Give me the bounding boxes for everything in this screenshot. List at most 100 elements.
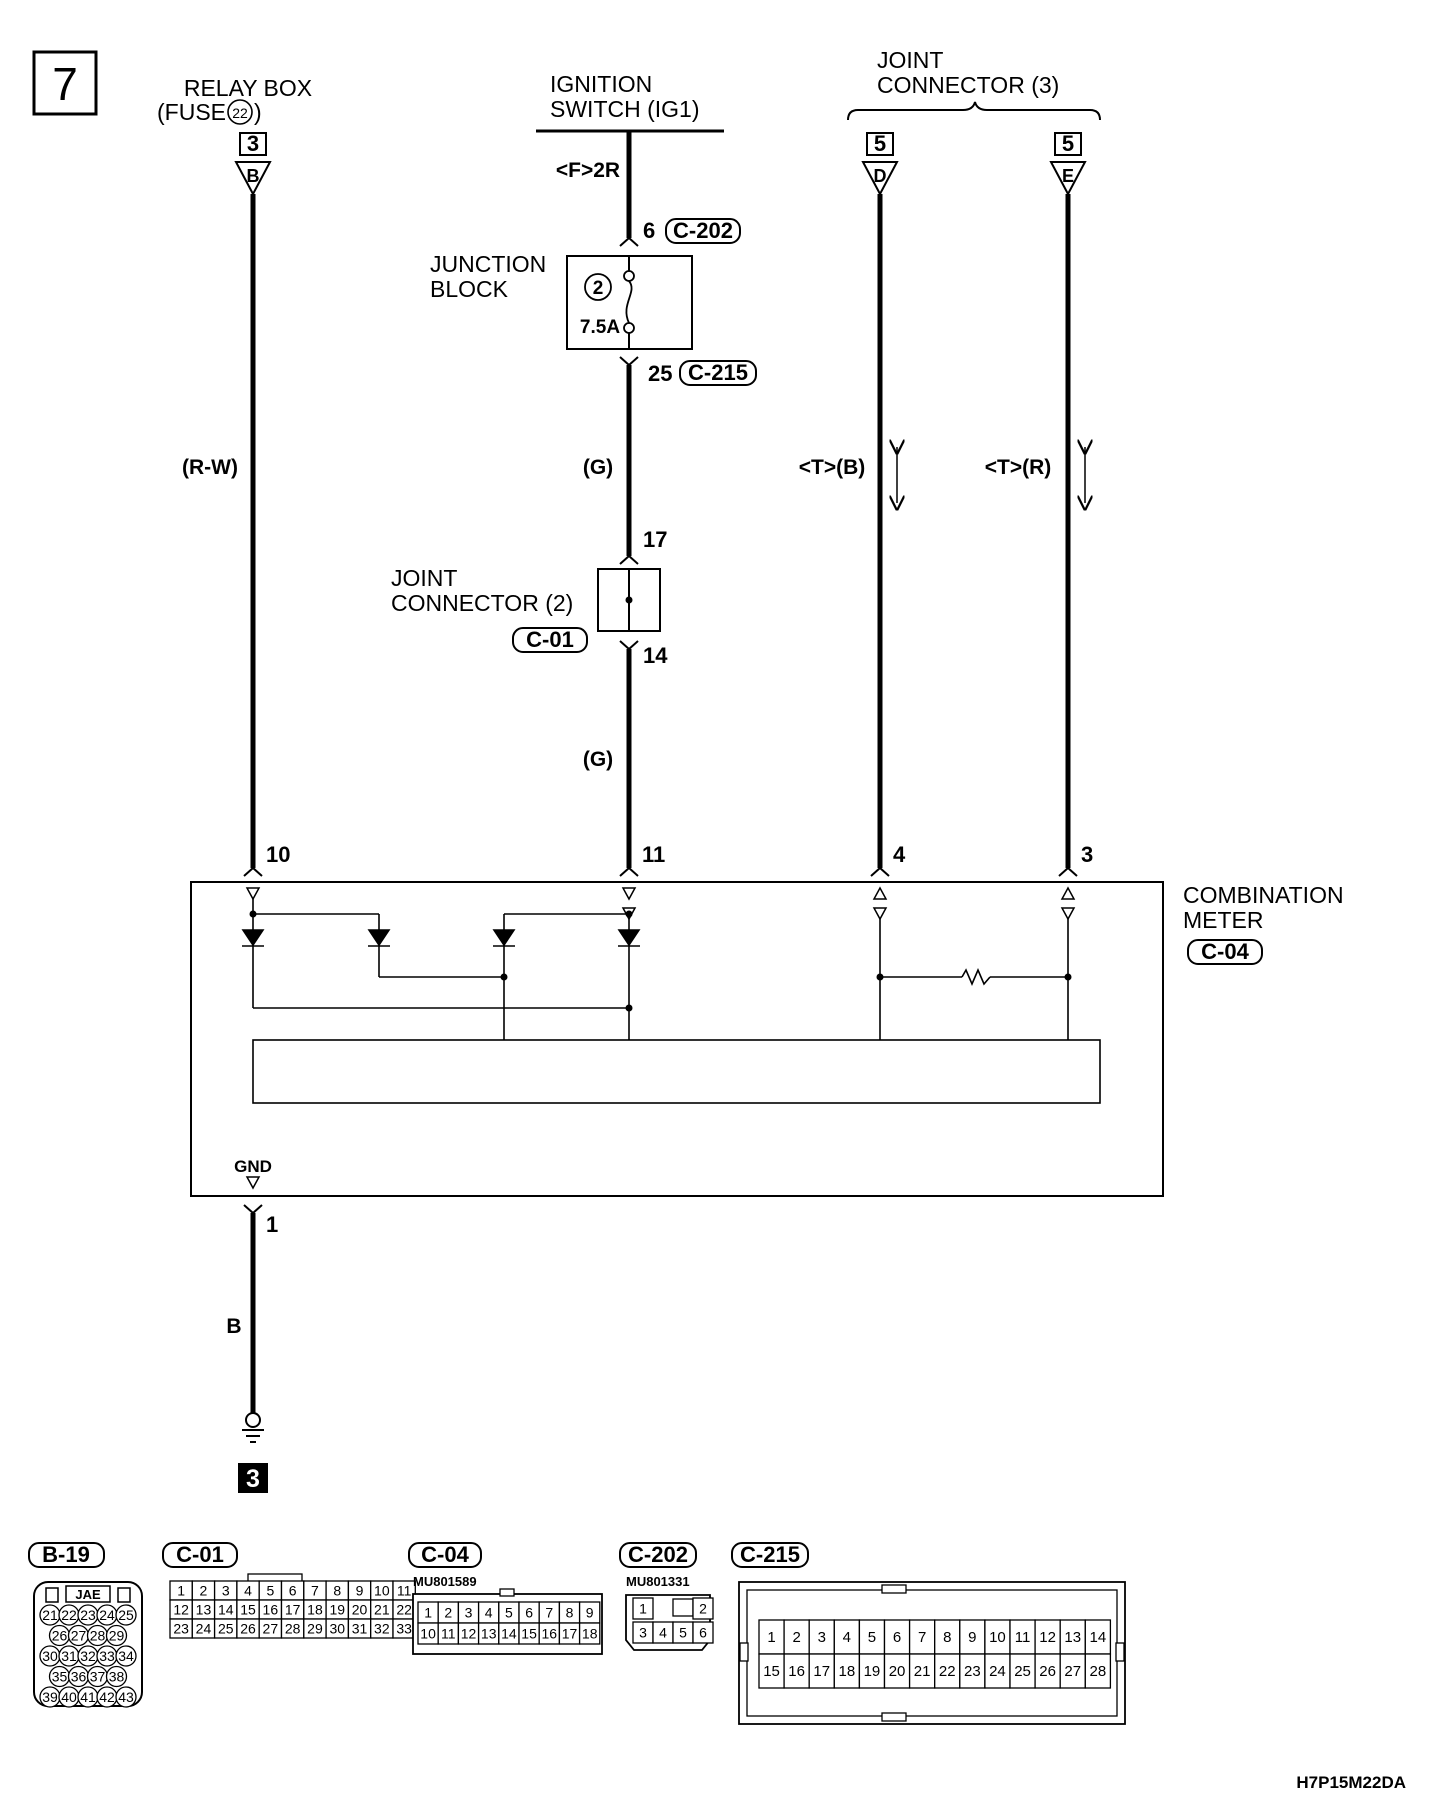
conn-c01-pin: 16 bbox=[263, 1602, 279, 1618]
conn-c01-pin: 10 bbox=[374, 1583, 390, 1599]
conn-c202-pin: 4 bbox=[659, 1625, 667, 1641]
ignition-wire-color-2: (G) bbox=[583, 748, 613, 771]
conn-b19-pin: 30 bbox=[42, 1648, 58, 1664]
jc3-right-ref-number: 5 bbox=[1062, 131, 1074, 156]
conn-c04-pin: 12 bbox=[461, 1626, 477, 1642]
jb-out-conn: C-215 bbox=[688, 360, 748, 385]
resistor-network bbox=[879, 919, 1069, 1040]
conn-b19-pin: 33 bbox=[99, 1648, 115, 1664]
ignition-wire-color-1: (G) bbox=[583, 456, 613, 479]
conn-c215-pin: 16 bbox=[788, 1663, 805, 1680]
conn-c215-pin: 27 bbox=[1064, 1663, 1081, 1680]
conn-b19-name: B-19 bbox=[42, 1542, 90, 1567]
conn-c215-name: C-215 bbox=[740, 1542, 800, 1567]
meter-pin-4: 4 bbox=[893, 842, 906, 867]
conn-c01-pin: 5 bbox=[266, 1583, 274, 1599]
conn-b19-pin: 31 bbox=[61, 1648, 77, 1664]
conn-c04-pin: 16 bbox=[542, 1626, 558, 1642]
ignition-label-2: SWITCH (IG1) bbox=[550, 96, 700, 122]
conn-c202-part: MU801331 bbox=[626, 1574, 690, 1589]
meter-pin-11: 11 bbox=[642, 842, 665, 867]
meter-pin-10: 10 bbox=[266, 842, 290, 867]
conn-c01-pin: 11 bbox=[397, 1583, 412, 1599]
conn-c01-pin: 21 bbox=[374, 1602, 390, 1618]
conn-b19-pin: 34 bbox=[118, 1648, 134, 1664]
meter-label-2: METER bbox=[1183, 907, 1264, 933]
conn-c04-pin: 13 bbox=[481, 1626, 497, 1642]
meter-entry-pins: 10 11 4 3 bbox=[243, 842, 1093, 877]
conn-c01-pin: 28 bbox=[285, 1621, 301, 1637]
conn-c01-pin: 2 bbox=[200, 1583, 208, 1599]
meter-internal-block bbox=[252, 1039, 1101, 1104]
conn-c01-pin: 32 bbox=[374, 1621, 390, 1637]
conn-b19-pin: 40 bbox=[61, 1689, 77, 1705]
conn-c01-pin: 9 bbox=[356, 1583, 364, 1599]
jc3-right-ref: 5 E bbox=[1049, 131, 1087, 197]
conn-c215-pin: 7 bbox=[918, 1629, 926, 1646]
conn-c04-pin: 15 bbox=[521, 1626, 537, 1642]
conn-b19-pin: 36 bbox=[71, 1669, 87, 1685]
relay-ref-triangle bbox=[234, 161, 272, 197]
fuse-element bbox=[625, 280, 633, 324]
conn-b19-pin: 35 bbox=[52, 1669, 68, 1685]
fuse-label-suffix: ) bbox=[254, 99, 262, 125]
diodes bbox=[241, 929, 641, 947]
conn-c04-pin: 6 bbox=[525, 1605, 533, 1621]
jc2-pin-out: 14 bbox=[643, 643, 668, 668]
conn-c215-pin: 4 bbox=[843, 1629, 851, 1646]
conn-c01-pin: 12 bbox=[173, 1602, 189, 1618]
page-number-box: 7 bbox=[32, 50, 98, 116]
conn-c01-pin: 13 bbox=[196, 1602, 212, 1618]
conn-c04-pin: 17 bbox=[562, 1626, 578, 1642]
conn-b19-pin: 24 bbox=[99, 1607, 115, 1623]
jc3-left-ref: 5 D bbox=[861, 131, 899, 197]
conn-b19-pin: 38 bbox=[109, 1669, 125, 1685]
conn-b19-pin: 42 bbox=[99, 1689, 115, 1705]
joint-connector-2: 17 JOINT CONNECTOR (2) C-01 14 bbox=[391, 527, 668, 668]
diagram-code: H7P15M22DA bbox=[1296, 1773, 1406, 1792]
conn-c215-pin: 22 bbox=[939, 1663, 956, 1680]
conn-c04-pin: 5 bbox=[505, 1605, 513, 1621]
relay-ref-letter: B bbox=[247, 166, 260, 186]
jc2-conn: C-01 bbox=[526, 627, 574, 652]
conn-b19-pin: 28 bbox=[90, 1628, 106, 1644]
jb-label-2: BLOCK bbox=[430, 276, 509, 302]
conn-c04-pin: 7 bbox=[545, 1605, 553, 1621]
fuse-number-circle bbox=[227, 99, 253, 125]
conn-c215-pin: 20 bbox=[889, 1663, 906, 1680]
junction-block: JUNCTION BLOCK 2 7.5A bbox=[430, 251, 693, 350]
conn-c215-pin: 11 bbox=[1015, 1629, 1031, 1646]
meter-label-1: COMBINATION bbox=[1183, 882, 1344, 908]
jc3-label-1: JOINT bbox=[877, 47, 943, 73]
conn-b19-pin: 27 bbox=[71, 1628, 87, 1644]
conn-c04-name: C-04 bbox=[421, 1542, 469, 1567]
conn-c01-pin: 20 bbox=[352, 1602, 368, 1618]
conn-c202-pin: 6 bbox=[699, 1625, 707, 1641]
fuse-number: 22 bbox=[232, 105, 248, 121]
conn-c01-pin: 18 bbox=[307, 1602, 323, 1618]
jb-out-pin: 25 bbox=[648, 361, 672, 386]
conn-c215-pin: 28 bbox=[1090, 1663, 1107, 1680]
ground-wire-color: B bbox=[226, 1315, 241, 1338]
jb-in-conn: C-202 bbox=[673, 218, 733, 243]
conn-c01-pin: 33 bbox=[396, 1621, 412, 1637]
conn-c01-pin: 19 bbox=[329, 1602, 345, 1618]
conn-b19-pin: 29 bbox=[109, 1628, 125, 1644]
conn-c01-pin: 14 bbox=[218, 1602, 234, 1618]
conn-c215-pin: 2 bbox=[792, 1629, 800, 1646]
conn-c215-pin: 5 bbox=[868, 1629, 876, 1646]
conn-b19-pin: 23 bbox=[80, 1607, 96, 1623]
conn-c04-pin: 11 bbox=[441, 1626, 456, 1642]
relay-ref-number: 3 bbox=[247, 131, 259, 156]
relay-ref-box bbox=[239, 132, 267, 156]
conn-c01-pin: 30 bbox=[329, 1621, 345, 1637]
conn-c215-pin: 8 bbox=[943, 1629, 951, 1646]
jc3-right-wire-color: <T>(R) bbox=[985, 456, 1052, 479]
ground-ref-box bbox=[238, 1463, 268, 1493]
jb-fuse-rating: 7.5A bbox=[580, 317, 620, 338]
conn-b19-pin: 39 bbox=[42, 1689, 58, 1705]
